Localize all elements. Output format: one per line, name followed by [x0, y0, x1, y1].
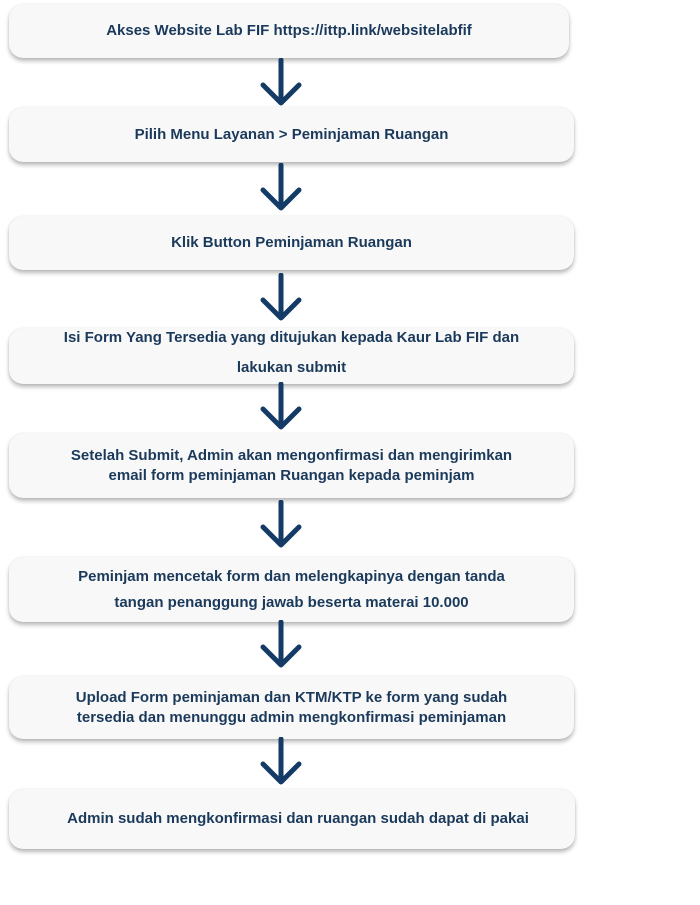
step-6-text: Peminjam mencetak form dan melengkapinya…	[78, 567, 505, 611]
step-1-box: Akses Website Lab FIF https://ittp.link/…	[9, 4, 569, 58]
step-5-box: Setelah Submit, Admin akan mengonfirmasi…	[9, 433, 574, 498]
step-8-text: Admin sudah mengkonfirmasi dan ruangan s…	[67, 810, 529, 827]
arrow-down-icon	[260, 500, 302, 548]
step-7-box: Upload Form peminjaman dan KTM/KTP ke fo…	[9, 676, 574, 739]
step-2-text: Pilih Menu Layanan > Peminjaman Ruangan	[134, 125, 449, 143]
arrow-down-icon	[260, 273, 302, 321]
step-2-box: Pilih Menu Layanan > Peminjaman Ruangan	[9, 107, 574, 162]
arrow-down-icon	[260, 620, 302, 668]
arrow-down-icon	[260, 163, 302, 211]
step-5-text: Setelah Submit, Admin akan mengonfirmasi…	[70, 446, 513, 484]
arrow-down-icon	[260, 737, 302, 785]
step-8-box: Admin sudah mengkonfirmasi dan ruangan s…	[9, 789, 575, 849]
step-4-text: Isi Form Yang Tersedia yang ditujukan ke…	[63, 329, 520, 376]
arrow-down-icon	[260, 58, 302, 106]
step-3-text: Klik Button Peminjaman Ruangan	[171, 234, 412, 251]
step-6-box: Peminjam mencetak form dan melengkapinya…	[9, 557, 574, 622]
step-7-text: Upload Form peminjaman dan KTM/KTP ke fo…	[75, 688, 508, 726]
arrow-down-icon	[260, 382, 302, 430]
step-3-box: Klik Button Peminjaman Ruangan	[9, 216, 574, 270]
step-1-text: Akses Website Lab FIF https://ittp.link/…	[106, 22, 472, 39]
step-4-box: Isi Form Yang Tersedia yang ditujukan ke…	[9, 328, 574, 384]
